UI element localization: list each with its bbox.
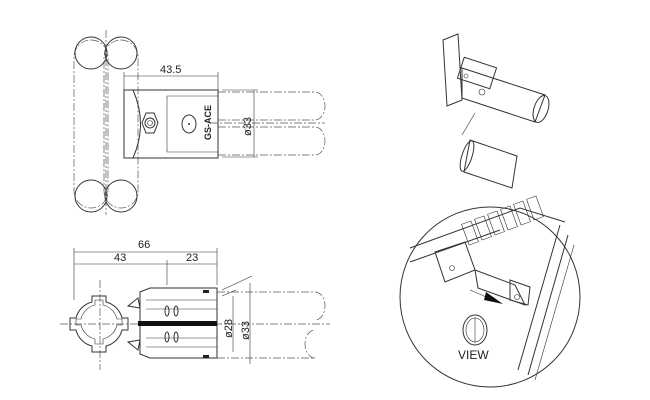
profile-view-icon	[462, 314, 488, 346]
horizontal-pipes-front	[217, 291, 326, 359]
pipe-profile	[60, 280, 330, 370]
left-dimension-label: 43	[114, 252, 126, 264]
arrow-icon	[484, 292, 503, 304]
dimension-43-5: 43.5	[123, 64, 219, 90]
oval-slot-icon	[181, 114, 197, 134]
front-view: 66 43 23	[60, 239, 330, 370]
dimension-diameters: ø28 ø33	[221, 275, 253, 364]
dimension-43-23: 43 23	[74, 252, 217, 285]
vertical-pipes	[73, 30, 139, 215]
connector-body	[123, 89, 219, 159]
width-dimension-label: 43.5	[160, 64, 181, 76]
detail-view: VIEW	[399, 195, 581, 388]
overall-dimension-label: 66	[138, 239, 150, 251]
isometric-assembly	[442, 33, 550, 189]
horizontal-pipes	[210, 91, 326, 156]
brand-mark: GS-ACE	[203, 105, 213, 140]
diameter-dimension-label: ø33	[242, 117, 254, 136]
view-label: VIEW	[458, 348, 489, 362]
dimension-diameter-33: ø33	[222, 89, 258, 158]
inner-diameter-label: ø28	[223, 319, 235, 338]
right-dimension-label: 23	[186, 252, 198, 264]
top-view: 43.5 ø33 GS-ACE	[73, 30, 326, 215]
hex-nut-icon	[141, 112, 159, 134]
dimension-66: 66	[73, 239, 218, 300]
outer-diameter-label: ø33	[240, 321, 252, 340]
connector-side	[126, 287, 218, 359]
